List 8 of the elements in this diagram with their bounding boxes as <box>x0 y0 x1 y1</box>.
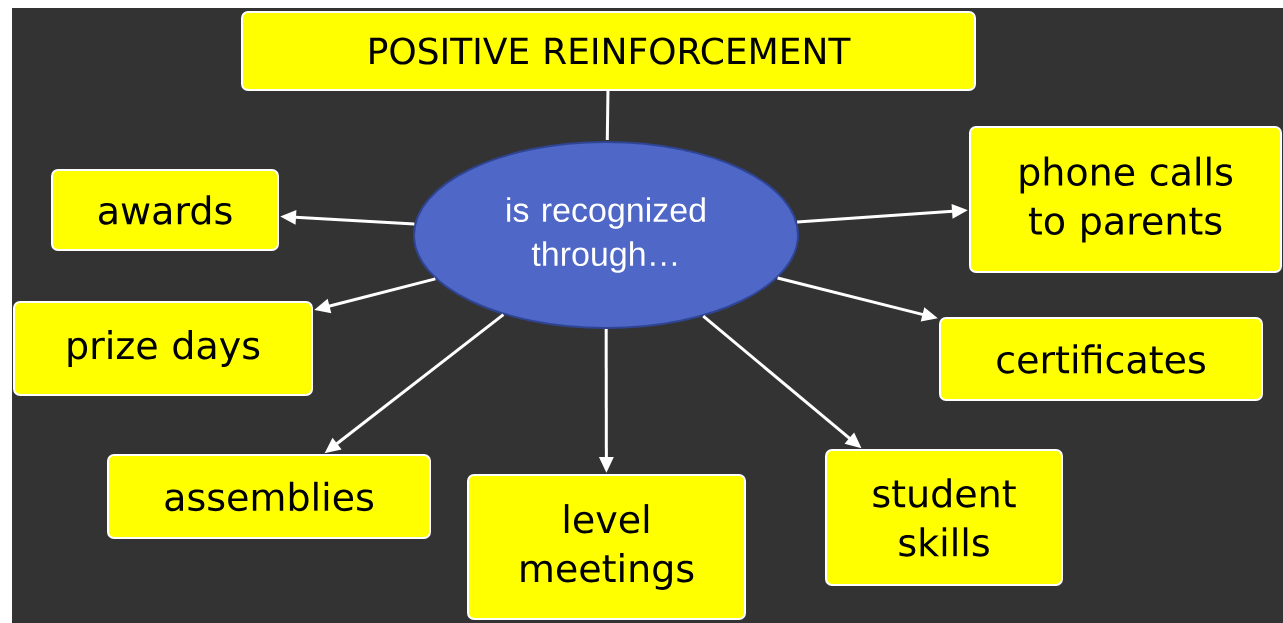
concept-box: phone calls to parents <box>969 126 1283 276</box>
concept-box: prize days <box>13 301 315 399</box>
concept-box: assemblies <box>107 454 433 542</box>
concept-box: student skills <box>825 449 1065 589</box>
concept-box: POSITIVE REINFORCEMENT <box>241 11 978 94</box>
concept-box: level meetings <box>467 474 748 623</box>
concept-box: certificates <box>939 317 1265 404</box>
concept-box: awards <box>51 169 281 254</box>
